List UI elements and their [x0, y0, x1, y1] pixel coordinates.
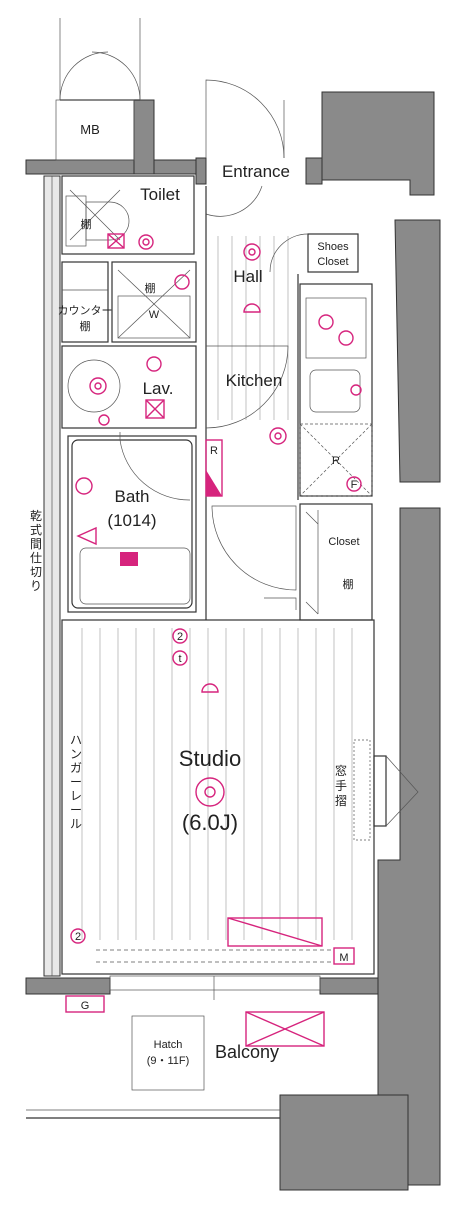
svg-text:ハ: ハ [70, 733, 82, 747]
handrail-label-2: 手 [335, 779, 347, 793]
exterior-walls [25, 91, 441, 1191]
hall-label: Hall [233, 267, 262, 286]
svg-text:ガ: ガ [70, 761, 82, 775]
bath-size-label: (1014) [107, 511, 156, 530]
svg-text:間: 間 [30, 537, 42, 551]
bath-room [67, 432, 197, 613]
kitchen-counter [299, 283, 373, 497]
handrail-label-3: 摺 [335, 793, 347, 808]
toilet-label: Toilet [140, 185, 180, 204]
kitchen-label: Kitchen [226, 371, 283, 390]
svg-text:式: 式 [30, 523, 42, 537]
washer-label: W [149, 309, 160, 321]
entrance-label: Entrance [222, 162, 290, 181]
counter-shelf-label-2: 棚 [80, 319, 91, 333]
double-outlet-symbol-2: 2 [75, 931, 81, 943]
bath-label: Bath [115, 487, 150, 506]
hatch-label-2: (9・11F) [147, 1055, 190, 1067]
svg-text:り: り [30, 579, 42, 593]
counter-shelf-label-1: カウンター [58, 304, 113, 317]
fridge-space-label: R [332, 455, 340, 467]
counter-area [61, 261, 109, 343]
entrance-door [205, 79, 285, 217]
hanger-rail-note: ハ ン ガ ー レ ー ル [70, 733, 82, 831]
gas-label: G [81, 1000, 90, 1012]
washer-shelf-label: 棚 [145, 281, 156, 295]
fridge-symbol: R [210, 445, 218, 457]
svg-text:ル: ル [70, 817, 82, 831]
closet [211, 503, 373, 621]
mb-doors [55, 18, 141, 161]
shoes-closet-label-2: Closet [317, 256, 348, 268]
svg-text:ー: ー [70, 803, 82, 817]
toilet-room [61, 175, 195, 255]
exhaust-fan-symbol: F [351, 479, 358, 491]
meter-label: M [339, 952, 348, 964]
hatch-label-1: Hatch [154, 1039, 183, 1051]
studio-room [61, 619, 375, 975]
shoes-closet [269, 233, 359, 273]
studio-size-label: (6.0J) [182, 810, 238, 835]
lav-label: Lav. [143, 379, 174, 398]
dry-partition-note: 乾 式 間 仕 切 り [30, 509, 42, 593]
left-partition-wall [43, 175, 61, 977]
svg-text:仕: 仕 [30, 551, 42, 565]
studio-label: Studio [179, 746, 241, 771]
balcony-area [26, 995, 325, 1119]
closet-shelf-label: 棚 [343, 577, 354, 591]
hall-kitchen [205, 186, 299, 620]
svg-text:ー: ー [70, 775, 82, 789]
balcony-label: Balcony [215, 1042, 279, 1062]
svg-text:乾: 乾 [30, 509, 42, 523]
svg-text:ン: ン [70, 747, 82, 761]
window [353, 739, 419, 841]
svg-text:レ: レ [70, 789, 82, 803]
handrail-label-1: 窓 [335, 763, 347, 778]
toilet-shelf-label: 棚 [81, 217, 92, 231]
double-outlet-symbol: 2 [177, 631, 183, 643]
balcony-door [109, 975, 321, 1000]
svg-text:切: 切 [30, 565, 42, 579]
washer-area [111, 261, 197, 343]
mb-label: MB [80, 122, 100, 137]
lavatory-room [61, 345, 197, 429]
shoes-closet-label-1: Shoes [317, 241, 349, 253]
closet-label: Closet [328, 536, 359, 548]
tel-symbol: t [178, 653, 181, 665]
